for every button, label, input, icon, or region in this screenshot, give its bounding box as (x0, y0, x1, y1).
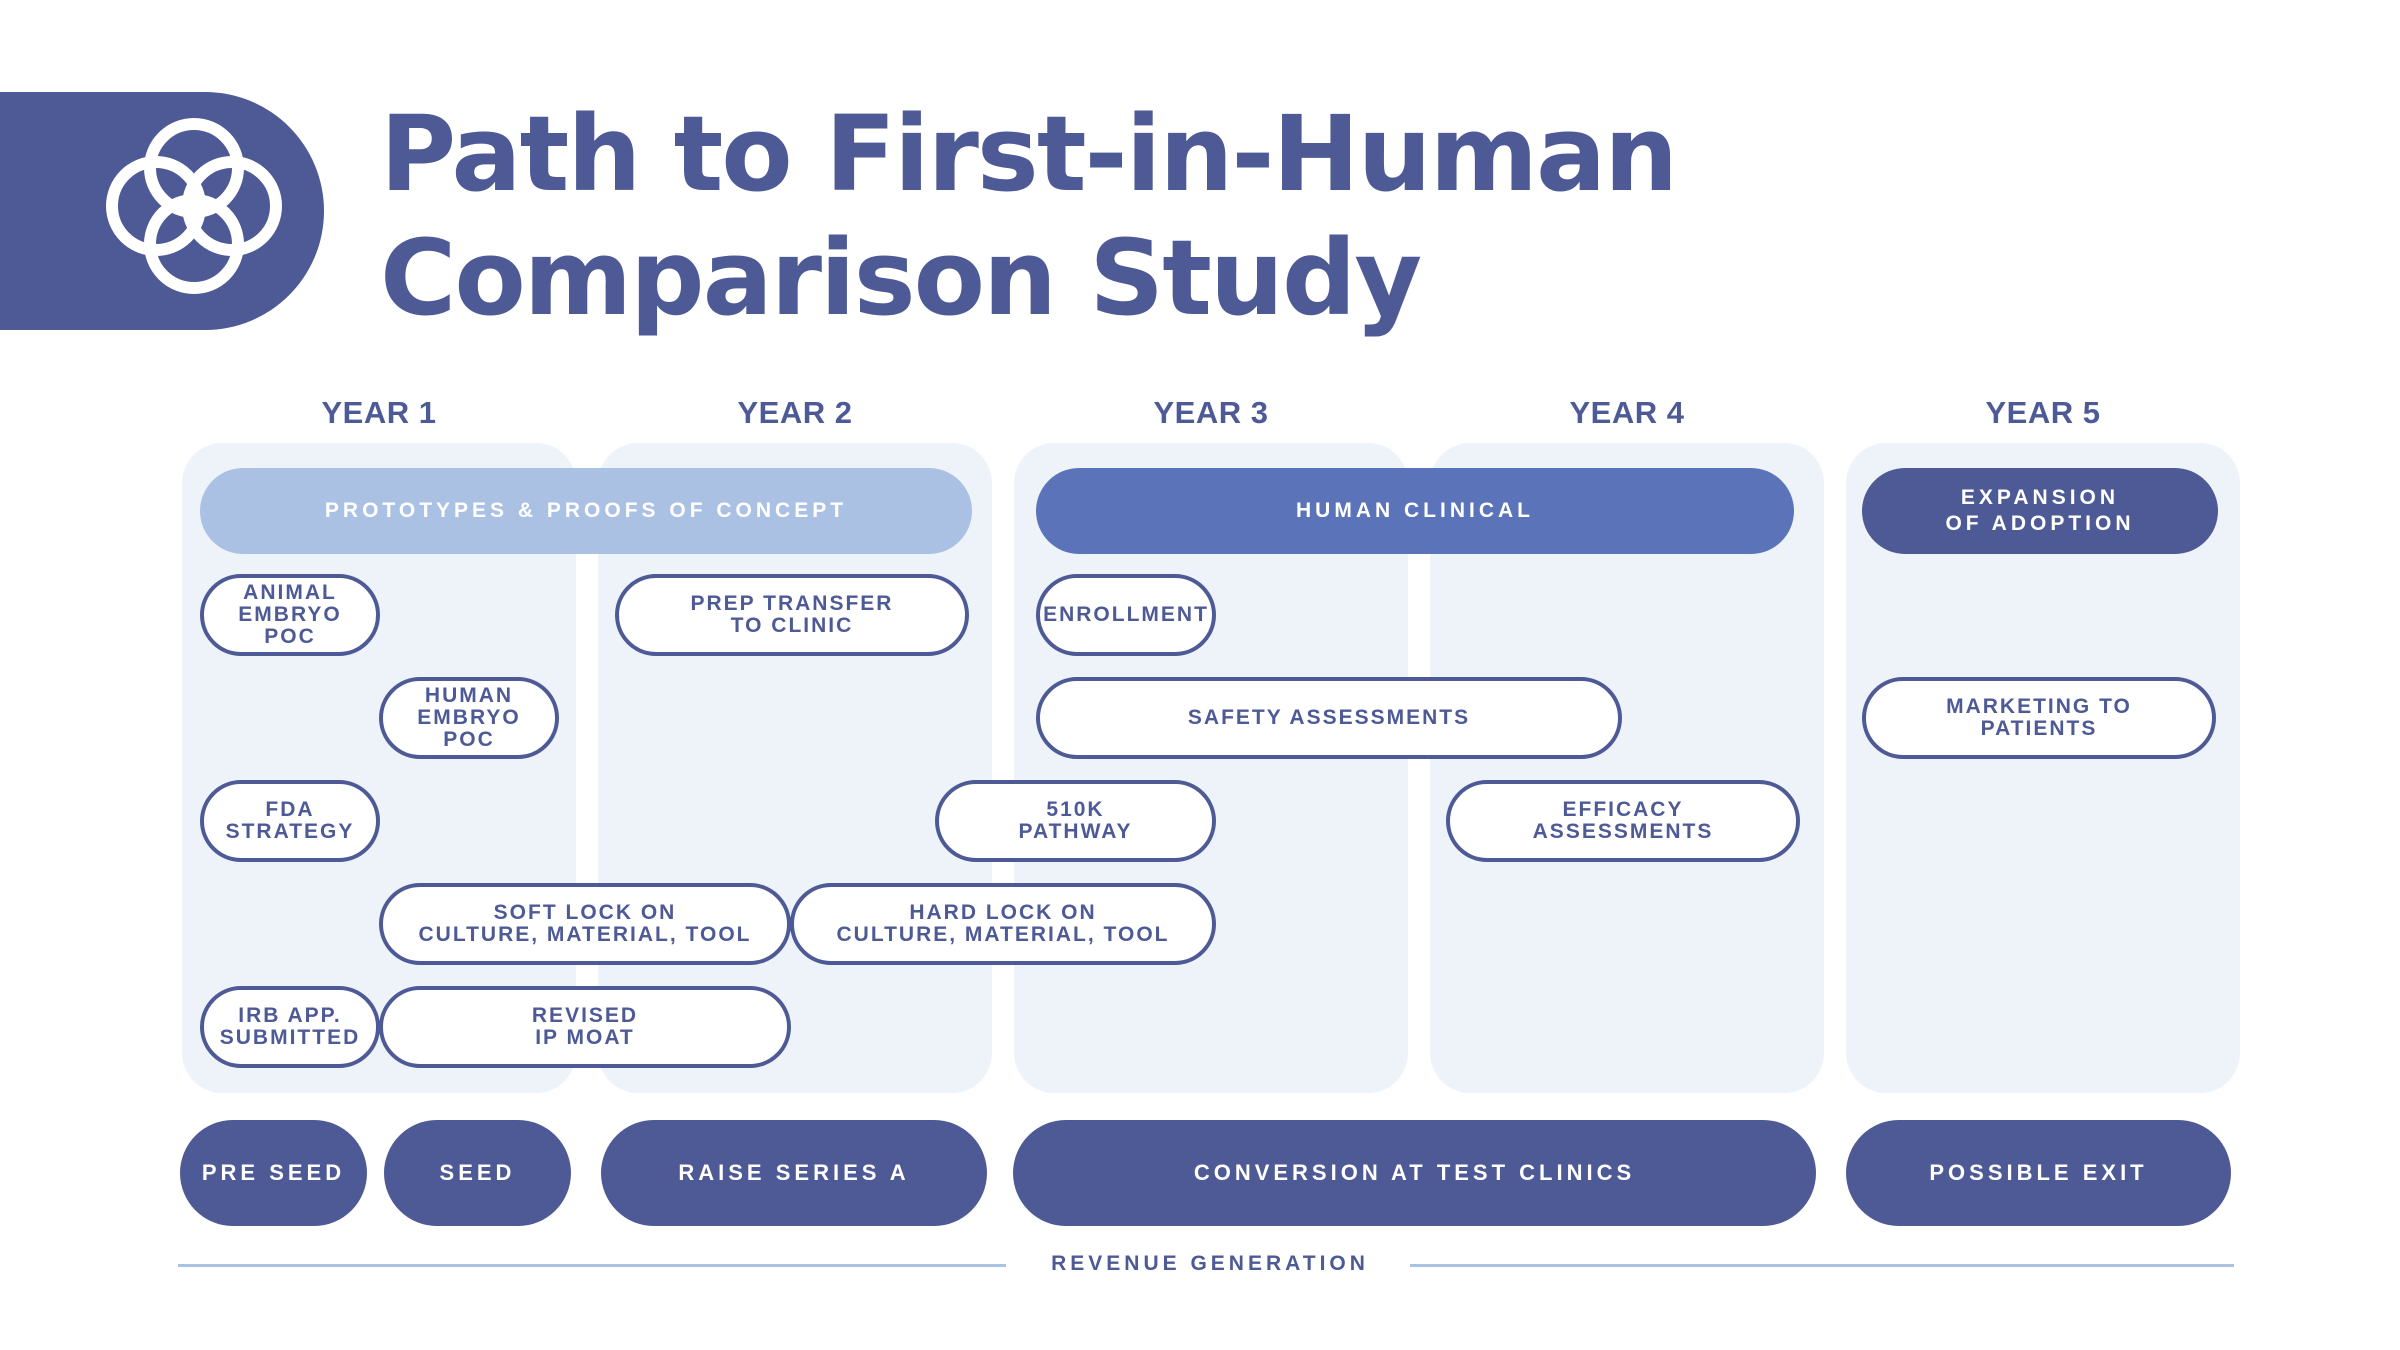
funding-series-a-label: RAISE SERIES A (678, 1160, 910, 1185)
milestone-enrollment: ENROLLMENT (1036, 574, 1216, 656)
funding-conversion: CONVERSION AT TEST CLINICS (1013, 1120, 1816, 1226)
phase-human-clinical: HUMAN CLINICAL (1036, 468, 1794, 554)
year-5-header: YEAR 5 (1985, 395, 2101, 430)
revenue-line-right (1410, 1264, 2234, 1267)
milestone-irb-app: IRB APP. SUBMITTED (200, 986, 380, 1068)
funding-pre-seed: PRE SEED (180, 1120, 367, 1226)
interlocking-rings-icon (106, 118, 282, 294)
year-4-header: YEAR 4 (1569, 395, 1685, 430)
milestone-hard-lock: HARD LOCK ON CULTURE, MATERIAL, TOOL (790, 883, 1216, 965)
phase-expansion-label: EXPANSION OF ADOPTION (1945, 486, 2135, 535)
funding-pre-seed-label: PRE SEED (201, 1160, 346, 1185)
funding-possible-exit-label: POSSIBLE EXIT (1929, 1160, 2148, 1185)
milestone-efficacy-assessments: EFFICACY ASSESSMENTS (1446, 780, 1800, 862)
title-line-2: Comparison Study (380, 217, 1422, 339)
phase-prototypes-label: PROTOTYPES & PROOFS OF CONCEPT (324, 499, 848, 522)
milestone-prep-transfer: PREP TRANSFER TO CLINIC (615, 574, 969, 656)
page-title: Path to First-in-Human Comparison Study (380, 92, 1678, 340)
year-3-header: YEAR 3 (1153, 395, 1269, 430)
phase-human-clinical-label: HUMAN CLINICAL (1296, 499, 1534, 522)
milestone-fda-strategy: FDA STRATEGY (200, 780, 380, 862)
funding-possible-exit: POSSIBLE EXIT (1846, 1120, 2231, 1226)
year-2-header: YEAR 2 (737, 395, 853, 430)
milestone-revised-ip-moat: REVISED IP MOAT (379, 986, 791, 1068)
milestone-510k-pathway: 510K PATHWAY (935, 780, 1216, 862)
title-line-1: Path to First-in-Human (380, 93, 1678, 215)
funding-conversion-label: CONVERSION AT TEST CLINICS (1193, 1160, 1636, 1185)
milestone-marketing-to-patients: MARKETING TO PATIENTS (1862, 677, 2216, 759)
milestone-soft-lock: SOFT LOCK ON CULTURE, MATERIAL, TOOL (379, 883, 791, 965)
milestone-human-embryo-poc: HUMAN EMBRYO POC (379, 677, 559, 759)
funding-seed-label: SEED (439, 1160, 516, 1185)
phase-expansion: EXPANSION OF ADOPTION (1862, 468, 2218, 554)
milestone-safety-assessments: SAFETY ASSESSMENTS (1036, 677, 1622, 759)
phase-prototypes: PROTOTYPES & PROOFS OF CONCEPT (200, 468, 972, 554)
year-1-header: YEAR 1 (321, 395, 437, 430)
milestone-animal-embryo-poc: ANIMAL EMBRYO POC (200, 574, 380, 656)
funding-seed: SEED (384, 1120, 571, 1226)
funding-series-a: RAISE SERIES A (601, 1120, 987, 1226)
revenue-generation-label: REVENUE GENERATION (1051, 1252, 1369, 1275)
revenue-line-left (178, 1264, 1006, 1267)
